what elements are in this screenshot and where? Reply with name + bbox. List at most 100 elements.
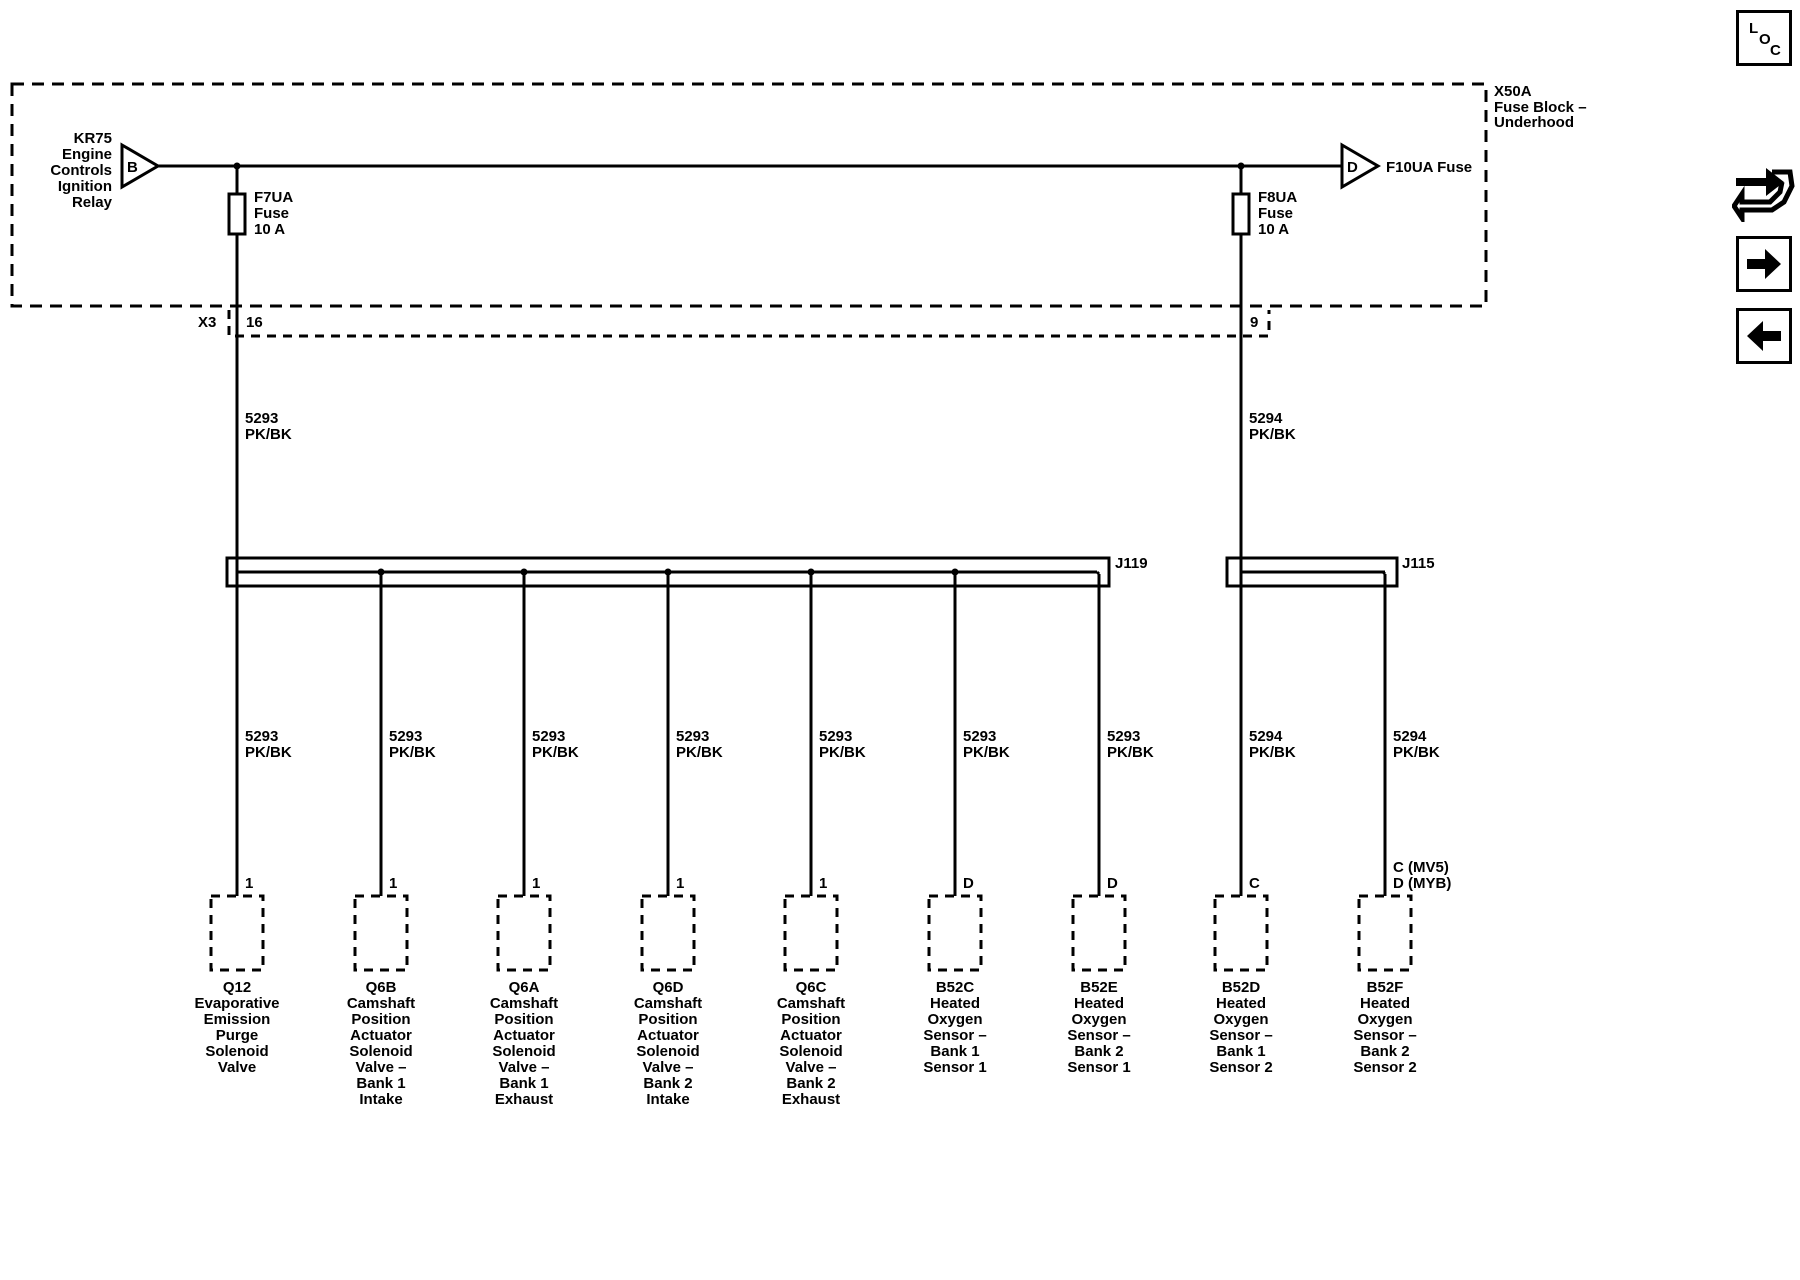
component-label: Sensor – xyxy=(1209,1027,1272,1044)
branch-circuit-label: 5293 xyxy=(532,728,565,745)
branch-pin-label: 1 xyxy=(676,875,684,892)
component-label: Exhaust xyxy=(495,1091,553,1108)
left-arrow-icon xyxy=(1747,321,1781,351)
branch-color-label: PK/BK xyxy=(389,744,436,761)
x3-pin-left: 16 xyxy=(246,314,263,331)
component-label: Sensor – xyxy=(923,1027,986,1044)
loc-icon: L O C xyxy=(1749,20,1781,59)
component-label: B52D xyxy=(1222,979,1261,996)
component-label: Sensor – xyxy=(1067,1027,1130,1044)
component-label: Valve – xyxy=(499,1059,550,1076)
component-label: Position xyxy=(781,1011,840,1028)
component-label: Bank 1 xyxy=(356,1075,405,1092)
component-label: Bank 1 xyxy=(930,1043,979,1060)
swap-view-button[interactable] xyxy=(1732,162,1796,222)
component-label: Intake xyxy=(646,1091,689,1108)
component-outline xyxy=(783,894,839,972)
component-label: Q6C xyxy=(796,979,827,996)
component-label: Q12 xyxy=(223,979,251,996)
component-label: B52F xyxy=(1367,979,1404,996)
trunk-left-circuit: 5293 xyxy=(245,410,278,427)
component-label: Camshaft xyxy=(777,995,845,1012)
fuse-f7ua-label-2: Fuse xyxy=(254,205,289,222)
splice-j115-label: J115 xyxy=(1402,555,1435,572)
branch-circuit-label: 5293 xyxy=(1107,728,1140,745)
relay-connector-symbol xyxy=(120,142,161,190)
component-label: Solenoid xyxy=(779,1043,842,1060)
branch-color-label: PK/BK xyxy=(1393,744,1440,761)
x3-pin-right: 9 xyxy=(1250,314,1258,331)
component-label: Bank 2 xyxy=(786,1075,835,1092)
branch-circuit-label: 5293 xyxy=(963,728,996,745)
branch-color-label: PK/BK xyxy=(963,744,1010,761)
component-label: Heated xyxy=(1074,995,1124,1012)
branch-circuit-label: 5294 xyxy=(1249,728,1283,745)
component-label: Camshaft xyxy=(347,995,415,1012)
component-label: Evaporative xyxy=(194,995,279,1012)
component-outline xyxy=(640,894,696,972)
next-page-button[interactable] xyxy=(1736,236,1792,292)
component-label: Solenoid xyxy=(492,1043,555,1060)
branch-pin-label: D (MYB) xyxy=(1393,875,1451,892)
branch-pin-label: C (MV5) xyxy=(1393,859,1449,876)
x3-connector-outline xyxy=(227,310,1271,338)
fuse-f8ua-label-3: 10 A xyxy=(1258,221,1289,238)
component-label: Heated xyxy=(930,995,980,1012)
fuse-f8ua-symbol xyxy=(1231,192,1251,236)
previous-page-button[interactable] xyxy=(1736,308,1792,364)
component-label: Q6D xyxy=(653,979,684,996)
component-label: Sensor 1 xyxy=(1067,1059,1130,1076)
component-label: B52C xyxy=(936,979,975,996)
component-label: Oxygen xyxy=(1071,1011,1126,1028)
branch-color-label: PK/BK xyxy=(245,744,292,761)
relay-pin: B xyxy=(127,159,138,176)
x3-connector-label: X3 xyxy=(198,314,216,331)
relay-label-3: Controls xyxy=(50,162,112,179)
component-label: Bank 2 xyxy=(1074,1043,1123,1060)
branch-pin-label: D xyxy=(963,875,974,892)
component-outline xyxy=(1071,894,1127,972)
svg-text:C: C xyxy=(1770,42,1781,59)
branch-circuit-label: 5293 xyxy=(389,728,422,745)
component-label: Exhaust xyxy=(782,1091,840,1108)
component-label: Bank 2 xyxy=(1360,1043,1409,1060)
branch-pin-label: D xyxy=(1107,875,1118,892)
component-label: Sensor – xyxy=(1353,1027,1416,1044)
component-label: Bank 1 xyxy=(1216,1043,1265,1060)
component-label: Intake xyxy=(359,1091,402,1108)
fuse-f7ua-label-3: 10 A xyxy=(254,221,285,238)
trunk-right-circuit: 5294 xyxy=(1249,410,1283,427)
component-label: Sensor 2 xyxy=(1353,1059,1416,1076)
component-outline xyxy=(927,894,983,972)
branch-pin-label: 1 xyxy=(389,875,397,892)
component-label: Camshaft xyxy=(490,995,558,1012)
relay-label-2: Engine xyxy=(62,146,112,163)
branch-color-label: PK/BK xyxy=(1249,744,1296,761)
component-label: Solenoid xyxy=(205,1043,268,1060)
branch-pin-label: 1 xyxy=(245,875,253,892)
relay-label-1: KR75 xyxy=(74,130,112,147)
loc-button[interactable]: L O C xyxy=(1736,10,1792,66)
branch-color-label: PK/BK xyxy=(532,744,579,761)
component-label: Oxygen xyxy=(1213,1011,1268,1028)
component-label: Position xyxy=(638,1011,697,1028)
component-label: Position xyxy=(494,1011,553,1028)
branch-color-label: PK/BK xyxy=(1107,744,1154,761)
component-label: Position xyxy=(351,1011,410,1028)
component-label: Q6B xyxy=(366,979,397,996)
svg-text:L: L xyxy=(1749,20,1758,37)
splice-j119-label: J119 xyxy=(1115,555,1148,572)
wiring-diagram: X50A Fuse Block – Underhood KR75 Engine … xyxy=(10,82,1587,1108)
branch-color-label: PK/BK xyxy=(819,744,866,761)
branch-pin-label: 1 xyxy=(532,875,540,892)
component-outline xyxy=(1357,894,1413,972)
component-label: Actuator xyxy=(350,1027,412,1044)
fuse-f8ua-label-2: Fuse xyxy=(1258,205,1293,222)
component-outline xyxy=(1213,894,1269,972)
right-arrow-icon xyxy=(1747,249,1781,279)
component-label: Valve xyxy=(218,1059,256,1076)
component-label: Valve – xyxy=(786,1059,837,1076)
component-label: Solenoid xyxy=(349,1043,412,1060)
branch-circuit-label: 5293 xyxy=(245,728,278,745)
component-outline xyxy=(209,894,265,972)
